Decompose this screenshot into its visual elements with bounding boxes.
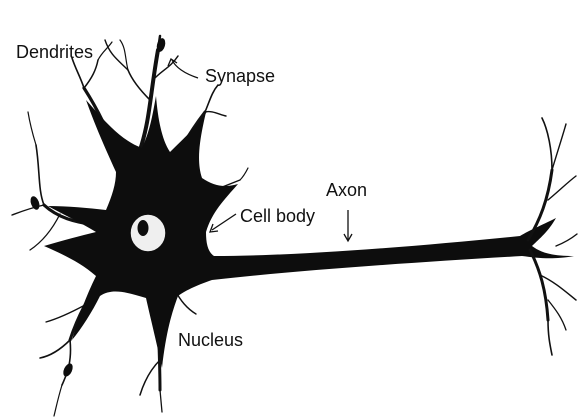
cell-body-label: Cell body	[240, 206, 315, 226]
synapse-label: Synapse	[205, 66, 275, 86]
cell-body-pointer	[212, 214, 236, 230]
nucleus-label: Nucleus	[178, 330, 243, 350]
dendrites-label: Dendrites	[16, 42, 93, 62]
nucleus-shape	[130, 214, 166, 252]
nucleolus	[138, 220, 149, 236]
cell-body-shape	[44, 96, 574, 368]
nucleus	[130, 214, 166, 252]
axon-label: Axon	[326, 180, 367, 200]
synapse-knob-bottom	[61, 362, 74, 378]
